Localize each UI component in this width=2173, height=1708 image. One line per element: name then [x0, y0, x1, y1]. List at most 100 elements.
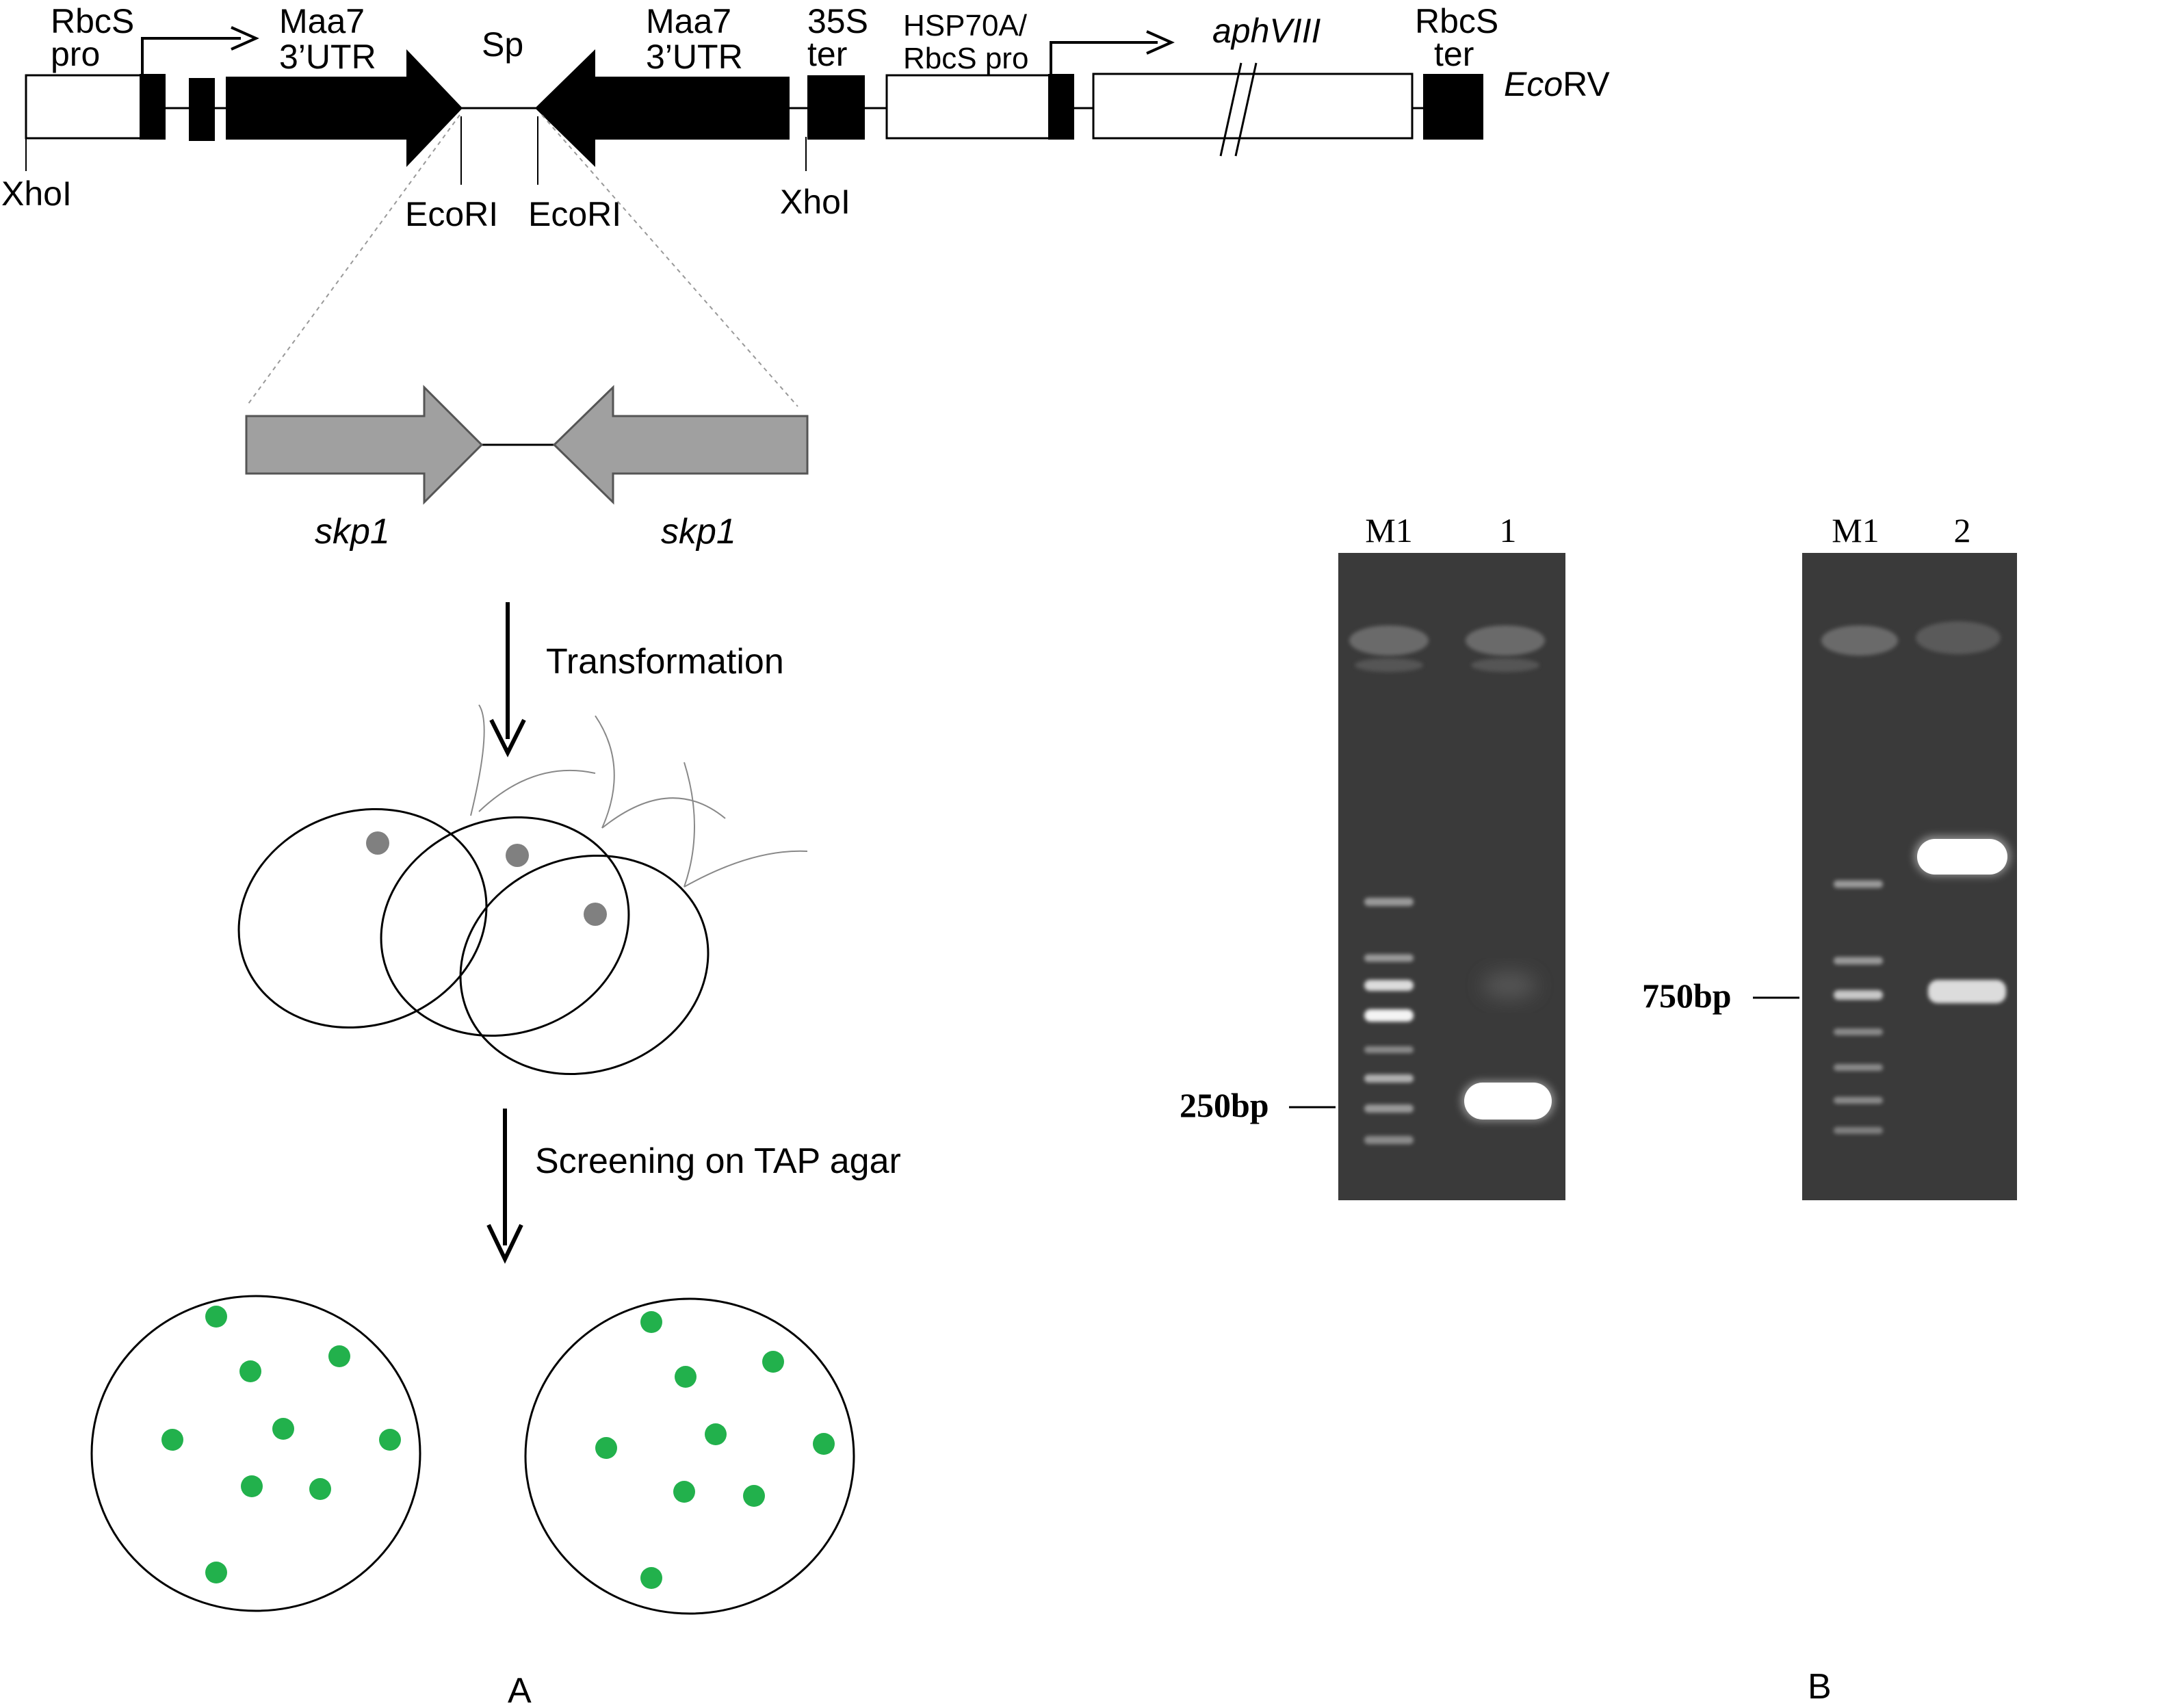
- promoter-arrow-2: [1050, 41, 1158, 74]
- maa7-left-label-line1: Maa7: [279, 2, 365, 40]
- cell-1: [237, 807, 488, 1029]
- gel-1-well-m1-shadow: [1355, 658, 1423, 672]
- gel-1-well-1: [1466, 625, 1545, 656]
- flagellum-6: [684, 850, 808, 888]
- nucleus-1: [366, 831, 389, 855]
- gel-2-lane-m1-label: M1: [1832, 511, 1879, 549]
- colony: [675, 1366, 697, 1388]
- gel-1-marker-label: 250bp: [1180, 1086, 1269, 1124]
- promoter-arrow-1: [141, 37, 241, 74]
- colony: [640, 1567, 662, 1589]
- ladder-band: [1834, 880, 1883, 888]
- ladder-band: [1834, 957, 1883, 965]
- ladder-band: [1834, 1097, 1883, 1104]
- colony: [743, 1485, 765, 1507]
- colony: [813, 1433, 835, 1455]
- colony: [640, 1311, 662, 1333]
- maa7-left-label-line2: 3’UTR: [279, 38, 376, 76]
- flagellum-5: [684, 762, 695, 888]
- skp1-sense-arrow: [245, 385, 484, 505]
- xhoi-right-label: XhoI: [780, 183, 850, 221]
- gel-1-ladder: [1364, 898, 1414, 1144]
- colony: [309, 1478, 331, 1500]
- gel-1-lane-1-label: 1: [1500, 511, 1517, 549]
- ladder-band: [1364, 1046, 1414, 1053]
- transformation-label: Transformation: [546, 642, 784, 682]
- screening-label: Screening on TAP agar: [535, 1141, 901, 1181]
- promoter-arrowhead-2: [1146, 30, 1175, 55]
- hairpin-detail: skp1 skp1: [245, 114, 809, 552]
- gel-1-sample-band: [1464, 1083, 1552, 1120]
- spacer-label: Sp: [482, 25, 523, 64]
- ladder-band: [1364, 898, 1414, 906]
- ladder-band: [1364, 980, 1414, 991]
- skp1-antisense-arrow: [552, 385, 809, 505]
- gel-2-sample-band-upper: [1917, 839, 2007, 875]
- gel-1-well-1-shadow: [1471, 658, 1539, 672]
- aphviii-box: [1092, 73, 1414, 140]
- nucleus-2: [506, 844, 529, 867]
- ladder-band: [1834, 1127, 1883, 1134]
- cell-3: [459, 854, 710, 1076]
- gel-2-sample-band-lower: [1928, 980, 2006, 1003]
- rbcs-ter-label-line1: RbcS: [1415, 2, 1498, 40]
- gel-2-background: [1802, 553, 2017, 1200]
- nucleus-3: [584, 903, 607, 926]
- xhoi-left-label: XhoI: [1, 174, 72, 213]
- colony: [272, 1418, 294, 1440]
- gel-1: M1 1 250bp: [1180, 511, 1565, 1200]
- aphviii-label: aphVIII: [1212, 12, 1321, 50]
- down-arrow-2-head: [486, 1224, 523, 1264]
- exon-3: [1048, 74, 1074, 140]
- ladder-band: [1834, 1028, 1883, 1035]
- construct-map: RbcS pro Maa7 3’UTR Sp Maa7 3’UTR 35S te…: [1, 2, 1610, 233]
- 35s-ter-label-line1: 35S: [807, 2, 868, 40]
- ladder-band: [1364, 1009, 1414, 1022]
- rbcs-terminator-box: [1423, 74, 1483, 140]
- colony: [239, 1360, 261, 1382]
- colony: [379, 1429, 401, 1451]
- gel-2-lane-2-label: 2: [1954, 511, 1971, 549]
- colony: [161, 1429, 183, 1451]
- ecorv-label-rest: RV: [1563, 65, 1610, 103]
- flagellum-3: [595, 715, 615, 829]
- skp1-left-label: skp1: [315, 512, 390, 552]
- colony: [328, 1345, 350, 1367]
- flagellum-4: [601, 797, 726, 829]
- gel-1-faint-band: [1482, 972, 1537, 999]
- colony: [705, 1423, 727, 1445]
- panel-a-label: A: [508, 1671, 532, 1708]
- maa7-right-label-line2: 3’UTR: [646, 38, 743, 76]
- promoter-arrowhead-1: [231, 26, 259, 51]
- flagellum-2: [478, 769, 596, 812]
- colony: [673, 1481, 695, 1503]
- ecori-right-label: EcoRI: [528, 195, 621, 233]
- ladder-band: [1834, 1064, 1883, 1071]
- agar-plate-right: [524, 1297, 855, 1615]
- gel-2-well-m1: [1821, 625, 1898, 656]
- rbcs-pro-label-line1: RbcS: [51, 2, 134, 40]
- colonies-left: [161, 1306, 401, 1583]
- flagellum-1: [470, 704, 485, 816]
- colony: [205, 1562, 227, 1583]
- gel-2-ladder: [1834, 880, 1883, 1134]
- gel-1-well-m1: [1349, 625, 1429, 656]
- gel-2: M1 2 750bp: [1642, 511, 2017, 1200]
- exon-1: [140, 74, 166, 140]
- screening-step: Screening on TAP agar: [90, 1109, 901, 1615]
- hsp70a-label-line2: RbcS pro: [903, 42, 1028, 75]
- panel-b-label: B: [1808, 1667, 1832, 1707]
- rbcs-promoter-box: [25, 74, 142, 140]
- colony: [595, 1437, 617, 1459]
- ecorv-label: EcoRV: [1504, 65, 1610, 103]
- 35s-ter-label-line2: ter: [807, 35, 847, 73]
- cell-2: [380, 816, 630, 1037]
- transformation-step: Transformation: [237, 602, 808, 1076]
- ladder-band: [1364, 1104, 1414, 1113]
- ladder-band: [1834, 990, 1883, 1000]
- maa7-utr-forward-arrow: [226, 49, 463, 167]
- zoom-line-left: [246, 114, 460, 407]
- ecori-left-label: EcoRI: [405, 195, 498, 233]
